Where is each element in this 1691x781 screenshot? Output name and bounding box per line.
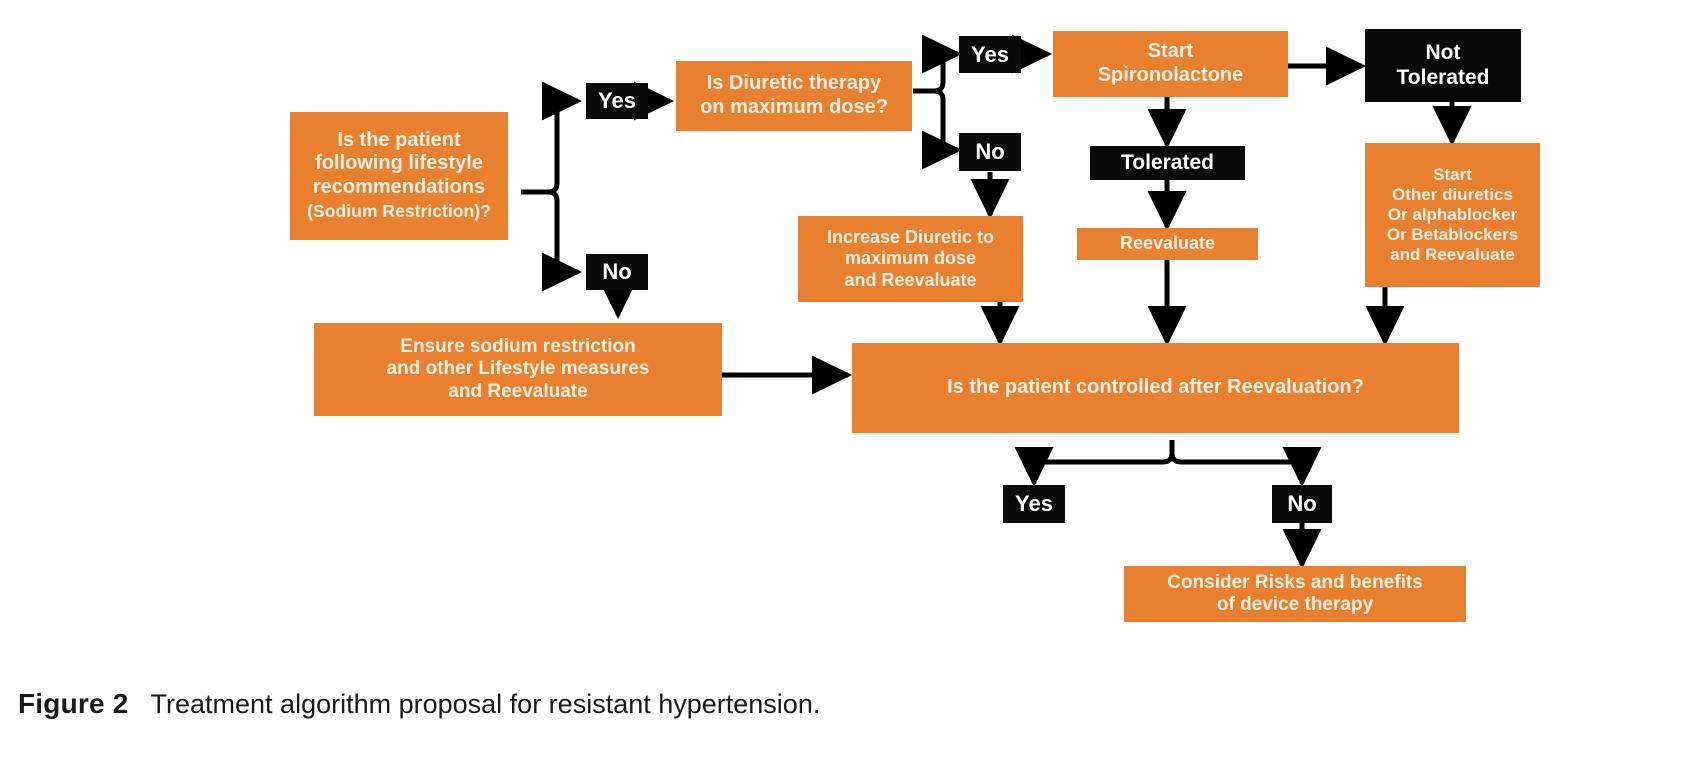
node-start-spironolactone-line2: Spironolactone bbox=[1097, 64, 1244, 86]
edge-controlled-to-no bbox=[1169, 440, 1322, 488]
node-not-tolerated-line1: Not bbox=[1425, 40, 1461, 64]
node-start-other-line1: Start bbox=[1433, 164, 1472, 184]
node-reevaluate-label: Reevaluate bbox=[1119, 233, 1216, 254]
node-lifestyle-no[interactable]: No bbox=[586, 254, 648, 290]
node-diuretic-yes-label: Yes bbox=[971, 41, 1009, 67]
node-increase-diuretic-line2: maximum dose bbox=[844, 248, 977, 269]
node-start-other-line2: Other diuretics bbox=[1392, 184, 1513, 204]
node-increase-diuretic[interactable]: Increase Diuretic to maximum dose and Re… bbox=[798, 216, 1023, 302]
node-controlled-yes[interactable]: Yes bbox=[1003, 485, 1065, 523]
edge-diuretic-to-yes bbox=[913, 34, 963, 94]
node-controlled-question[interactable]: Is the patient controlled after Reevalua… bbox=[852, 343, 1459, 433]
node-increase-diuretic-line3: and Reevaluate bbox=[844, 269, 977, 290]
node-ensure-sodium-restriction[interactable]: Ensure sodium restriction and other Life… bbox=[314, 323, 722, 416]
node-not-tolerated-line2: Tolerated bbox=[1396, 65, 1490, 89]
node-ensure-sodium-line3: and Reevaluate bbox=[448, 380, 588, 402]
node-start-other-line3: Or alphablocker bbox=[1387, 204, 1518, 224]
node-consider-device-line2: of device therapy bbox=[1216, 594, 1374, 615]
node-diuretic-yes[interactable]: Yes bbox=[959, 36, 1021, 73]
node-diuretic-no-label: No bbox=[975, 139, 1005, 165]
node-tolerated-label: Tolerated bbox=[1121, 150, 1214, 174]
node-start-other-line4: Or Betablockers bbox=[1386, 225, 1519, 245]
edge-lifestyle-to-no bbox=[521, 189, 583, 292]
node-controlled-label: Is the patient controlled after Reevalua… bbox=[947, 376, 1364, 399]
node-lifestyle-yes[interactable]: Yes bbox=[586, 83, 648, 119]
node-increase-diuretic-line1: Increase Diuretic to bbox=[826, 227, 995, 248]
node-lifestyle-yes-label: Yes bbox=[598, 88, 636, 114]
figure-label: Figure 2 bbox=[18, 688, 129, 719]
node-consider-device-therapy[interactable]: Consider Risks and benefits of device th… bbox=[1124, 566, 1466, 622]
node-tolerated[interactable]: Tolerated bbox=[1090, 146, 1245, 180]
edge-lifestyle-to-yes bbox=[521, 81, 583, 195]
node-lifestyle-line4: (Sodium Restriction)? bbox=[307, 200, 491, 221]
node-lifestyle-line3: recommendations bbox=[312, 176, 486, 198]
node-controlled-yes-label: Yes bbox=[1015, 491, 1053, 517]
node-diuretic-max-line2: on maximum dose? bbox=[700, 96, 888, 118]
figure-caption: Figure 2 Treatment algorithm proposal for… bbox=[18, 688, 1418, 720]
node-diuretic-max-line1: Is Diuretic therapy bbox=[706, 72, 882, 95]
node-diuretic-max-question[interactable]: Is Diuretic therapy on maximum dose? bbox=[676, 61, 912, 131]
node-controlled-no-label: No bbox=[1287, 491, 1317, 517]
node-lifestyle-no-label: No bbox=[602, 259, 632, 285]
node-lifestyle-line2: following lifestyle bbox=[315, 152, 483, 175]
node-start-other-therapies[interactable]: Start Other diuretics Or alphablocker Or… bbox=[1365, 143, 1540, 287]
edge-diuretic-to-no bbox=[913, 88, 963, 170]
node-not-tolerated[interactable]: Not Tolerated bbox=[1365, 29, 1521, 102]
node-consider-device-line1: Consider Risks and benefits bbox=[1167, 571, 1423, 593]
node-reevaluate[interactable]: Reevaluate bbox=[1077, 228, 1258, 260]
node-diuretic-no[interactable]: No bbox=[959, 133, 1021, 171]
node-ensure-sodium-line2: and other Lifestyle measures bbox=[386, 358, 650, 380]
node-lifestyle-line1: Is the patient bbox=[337, 128, 461, 151]
node-ensure-sodium-line1: Ensure sodium restriction bbox=[400, 335, 636, 357]
node-start-spironolactone[interactable]: Start Spironolactone bbox=[1053, 31, 1288, 97]
node-start-spironolactone-line1: Start bbox=[1147, 40, 1194, 63]
node-controlled-no[interactable]: No bbox=[1272, 485, 1332, 523]
node-lifestyle-question[interactable]: Is the patient following lifestyle recom… bbox=[290, 112, 508, 240]
figure-caption-text: Treatment algorithm proposal for resista… bbox=[150, 689, 821, 719]
edge-controlled-to-yes bbox=[1014, 440, 1175, 488]
node-start-other-line5: and Reevaluate bbox=[1390, 245, 1515, 265]
